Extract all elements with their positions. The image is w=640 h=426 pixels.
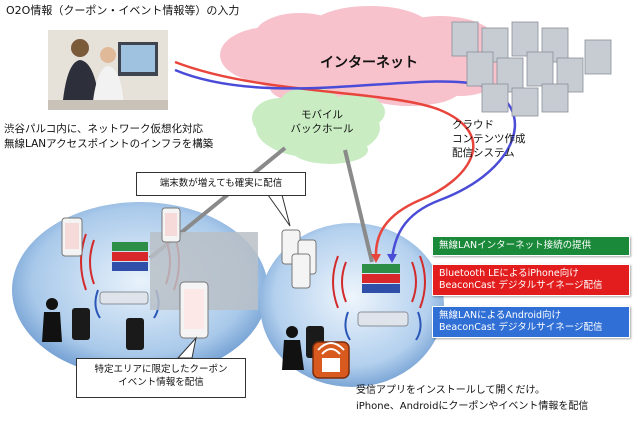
- tag-wifi-internet: 無線LANインターネット接続の提供: [432, 236, 630, 256]
- tag-bluetooth-iphone: Bluetooth LEによるiPhone向け BeaconCast デジタルサ…: [432, 264, 630, 296]
- app-desc-line2: iPhone、Androidにクーポンやイベント情報を配信: [356, 401, 589, 412]
- tag-blue-line1: 無線LANによるAndroid向け: [439, 310, 562, 321]
- top-callout: 端末数が増えても確実に配信: [136, 172, 306, 196]
- tag-red-line1: Bluetooth LEによるiPhone向け: [439, 268, 579, 279]
- page-title: O2O情報（クーポン・イベント情報等）の入力: [6, 4, 240, 17]
- mobile-label-2: バックホール: [290, 123, 354, 135]
- red-arrowhead: [371, 254, 381, 263]
- server-cluster: [451, 21, 612, 117]
- server-desc-line1: クラウド: [452, 119, 494, 131]
- blue-arrowhead: [387, 254, 397, 263]
- bottom-callout-line1: 特定エリアに限定したクーポン: [94, 364, 228, 375]
- bottom-callout-line2: イベント情報を配信: [118, 377, 204, 388]
- left-access-point: [99, 242, 149, 305]
- left-desc-line1: 渋谷パルコ内に、ネットワーク仮想化対応: [4, 123, 203, 135]
- mobile-label-1: モバイル: [301, 109, 343, 121]
- top-callout-tail: [267, 194, 291, 227]
- bottom-left-callout: 特定エリアに限定したクーポン イベント情報を配信: [76, 358, 246, 398]
- right-access-point: [357, 264, 409, 327]
- app-icon: [312, 341, 350, 379]
- person-silhouettes: [42, 298, 304, 370]
- tag-red-line2: BeaconCast デジタルサイネージ配信: [439, 280, 603, 291]
- right-wifi-waves: [332, 255, 426, 341]
- right-backhaul-line: [343, 149, 374, 263]
- app-desc-line1: 受信アプリをインストールして開くだけ。: [356, 385, 545, 396]
- smartphones: [61, 207, 324, 358]
- office-photo: [48, 30, 168, 110]
- server-desc-line2: コンテンツ作成: [452, 133, 526, 145]
- tag-blue-line2: BeaconCast デジタルサイネージ配信: [439, 322, 603, 333]
- left-desc-line2: 無線LANアクセスポイントのインフラを構築: [4, 138, 214, 150]
- server-desc-line3: 配信システム: [452, 147, 515, 159]
- mobile-backhaul-cloud: [252, 87, 385, 164]
- internet-label: インターネット: [320, 55, 418, 71]
- tag-wifi-android: 無線LANによるAndroid向け BeaconCast デジタルサイネージ配信: [432, 306, 630, 338]
- blue-data-line: [174, 68, 517, 259]
